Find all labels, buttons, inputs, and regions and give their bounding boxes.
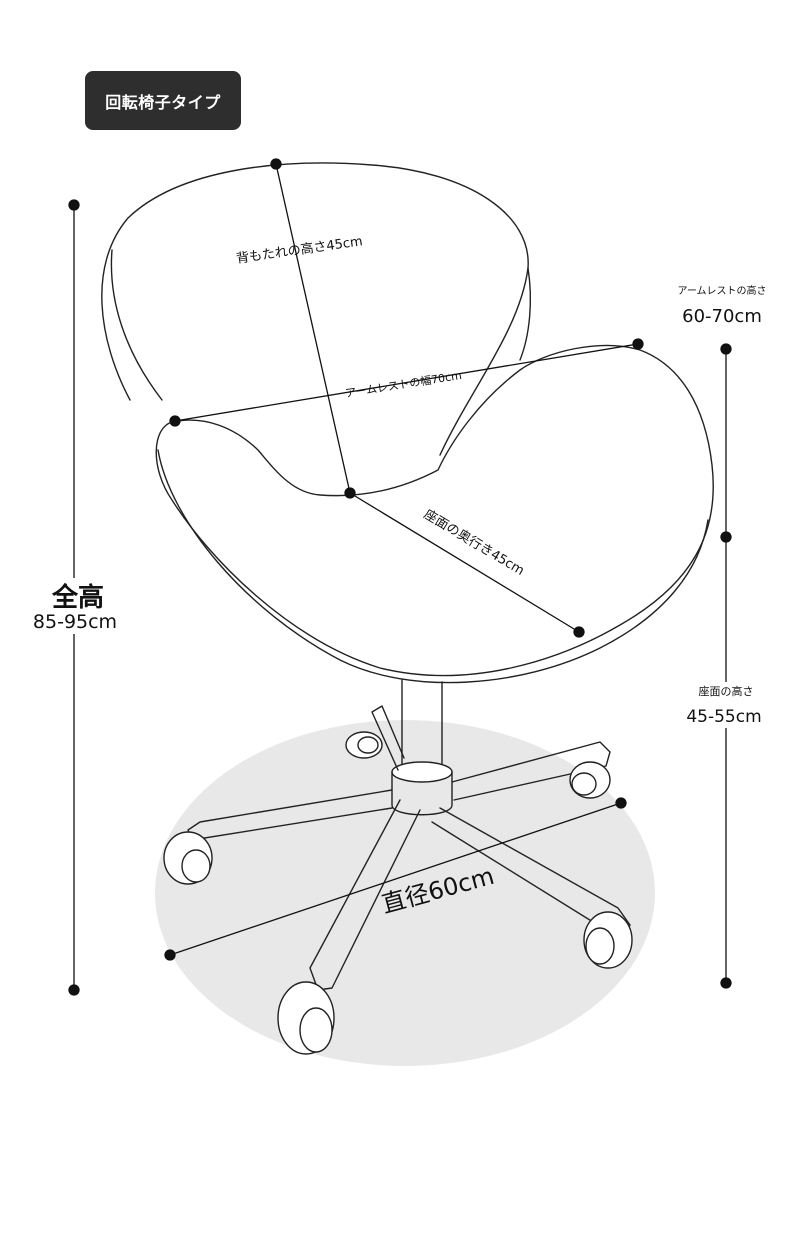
total-height-bottom-dot xyxy=(68,984,80,996)
diameter-line xyxy=(169,802,622,956)
chair-backrest-fold xyxy=(519,267,532,361)
caster-back xyxy=(345,731,383,759)
chair-seat xyxy=(155,344,714,677)
caster-front-right xyxy=(583,911,633,969)
chair-seat-front-edge xyxy=(157,449,709,684)
seat-height-value: 45-55cm xyxy=(686,707,761,727)
chair-hub xyxy=(391,771,453,816)
seat-height-title: 座面の高さ xyxy=(699,684,754,698)
caster-front xyxy=(277,981,335,1055)
chair-backrest xyxy=(101,162,529,456)
armrest-height-top-dot xyxy=(720,343,732,355)
seat-depth-line xyxy=(349,492,580,633)
total-height-value: 85-95cm xyxy=(33,611,117,633)
chair-column-ring xyxy=(391,761,453,783)
seat-height-label-bg xyxy=(684,682,768,728)
armrest-height-title: アームレストの高さ xyxy=(677,284,766,297)
backrest-height-label: 背もたれの高さ45cm xyxy=(235,233,363,267)
chair-leg-front-right xyxy=(431,807,631,941)
armrest-width-label: アームレストの幅70cm xyxy=(344,369,462,400)
caster-left xyxy=(163,831,213,885)
armrest-height-value: 60-70cm xyxy=(682,306,762,327)
backrest-top-dot xyxy=(270,158,282,170)
dimension-lines xyxy=(68,158,732,996)
armrest-left-dot xyxy=(169,415,181,427)
seat-depth-end-dot xyxy=(573,626,585,638)
chair-type-badge: 回転椅子タイプ xyxy=(85,71,241,130)
chair-leg-left xyxy=(187,789,393,841)
chair-type-label: 回転椅子タイプ xyxy=(105,92,221,112)
chair-leg-right xyxy=(451,741,611,801)
diameter-left-dot xyxy=(164,949,176,961)
seat-height-bottom-dot xyxy=(720,977,732,989)
chair-illustration xyxy=(101,162,714,991)
diameter-right-dot xyxy=(615,797,627,809)
total-height-label-bg xyxy=(28,578,120,634)
chair-casters xyxy=(163,731,633,1055)
armrest-right-dot xyxy=(632,338,644,350)
armrest-width-line xyxy=(174,343,639,422)
chair-gas-column xyxy=(401,679,443,766)
armrest-height-bottom-dot xyxy=(720,531,732,543)
backrest-height-line xyxy=(275,163,351,494)
floor-shadow xyxy=(155,720,655,1066)
chair-leg-back xyxy=(371,705,405,771)
total-height-top-dot xyxy=(68,199,80,211)
caster-right xyxy=(569,761,611,799)
chair-backrest-inner xyxy=(110,249,163,401)
total-height-title: 全高 xyxy=(51,582,104,613)
